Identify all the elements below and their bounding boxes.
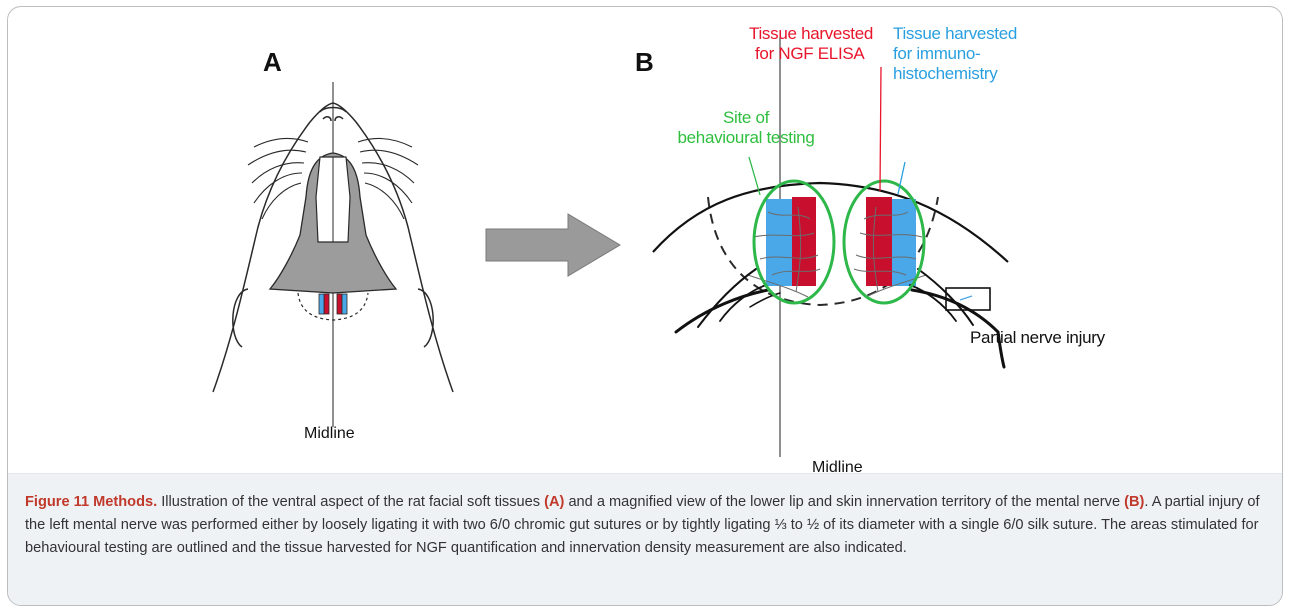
label-site-line2: behavioural testing <box>661 128 831 148</box>
label-ngf-line1: Tissue harvested <box>749 24 873 44</box>
label-immuno-line3: histochemistry <box>893 64 1017 84</box>
panel-b-drawing <box>653 37 1008 457</box>
caption-ref-b: (B) <box>1124 494 1144 510</box>
mental-nerve-trunks <box>676 269 1004 367</box>
panel-a-red-strip-right <box>337 294 342 314</box>
label-immunohistochemistry: Tissue harvested for immuno- histochemis… <box>893 24 1017 84</box>
caption-title: Figure 11 Methods. <box>25 494 157 510</box>
figure-caption: Figure 11 Methods. Illustration of the v… <box>8 473 1283 606</box>
panel-b-letter: B <box>635 47 654 78</box>
left-whiskers <box>248 138 308 219</box>
panel-a-red-strip-left <box>324 294 329 314</box>
panel-a-drawing <box>213 82 453 427</box>
magnify-arrow <box>486 214 620 276</box>
panel-a-letter: A <box>263 47 282 78</box>
label-behavioural-site: Site of behavioural testing <box>661 108 831 148</box>
label-ngf-line2: for NGF ELISA <box>749 44 873 64</box>
caption-text-2: and a magnified view of the lower lip an… <box>564 494 1124 510</box>
leader-ngf <box>880 67 881 191</box>
label-immuno-line1: Tissue harvested <box>893 24 1017 44</box>
panel-a-blue-strip-right <box>342 294 347 314</box>
panel-a-midline-label: Midline <box>304 425 355 443</box>
label-ngf-elisa: Tissue harvested for NGF ELISA <box>749 24 873 64</box>
caption-text-1: Illustration of the ventral aspect of th… <box>157 494 544 510</box>
label-immuno-line2: for immuno- <box>893 44 1017 64</box>
panel-b-red-strip-left <box>792 197 816 286</box>
label-site-line1: Site of <box>661 108 831 128</box>
injury-mark <box>960 296 972 300</box>
label-partial-nerve-injury: Partial nerve injury <box>970 328 1105 348</box>
right-whiskers <box>358 138 418 219</box>
panel-b-red-strip-right <box>866 197 892 286</box>
figure-frame: A B Midline Midline Site of behavioural … <box>7 6 1283 606</box>
panel-a-blue-strip-left <box>319 294 324 314</box>
panel-b-blue-strip-right <box>892 199 916 286</box>
figure-illustration: A B Midline Midline Site of behavioural … <box>8 7 1283 477</box>
caption-ref-a: (A) <box>544 494 564 510</box>
leader-site <box>749 157 760 195</box>
